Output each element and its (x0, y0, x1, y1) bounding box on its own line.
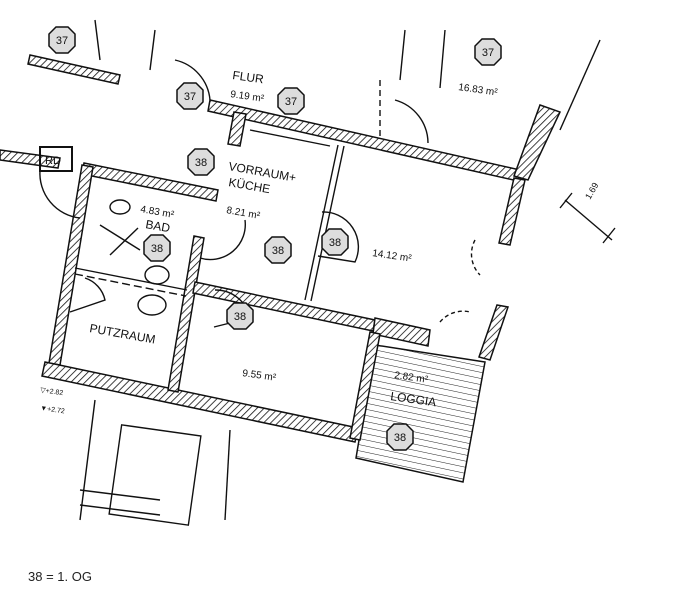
floor-marker-38: 38 (321, 228, 349, 256)
floor-marker-38: 38 (187, 148, 215, 176)
elevation-label: ▽+2.82 (40, 387, 64, 397)
floor-marker-38: 38 (386, 423, 414, 451)
room-label-flur: FLUR (232, 68, 265, 86)
room-area-16: 16.83 m² (458, 82, 499, 98)
svg-text:38: 38 (329, 237, 341, 249)
svg-text:37: 37 (482, 47, 494, 59)
room-area-flur: 9.19 m² (230, 89, 266, 105)
svg-text:38: 38 (394, 432, 406, 444)
svg-text:38: 38 (195, 157, 207, 169)
floor-markers: 37 37 37 37 38 38 38 38 38 38 (48, 26, 502, 451)
room-area-loggia: 2.82 m² (394, 370, 430, 386)
floor-marker-37: 37 (176, 82, 204, 110)
loggia-floor (355, 344, 486, 483)
floor-marker-37: 37 (48, 26, 76, 54)
rd-label: RD (45, 155, 61, 167)
room-area-1412: 14.12 m² (372, 248, 413, 264)
svg-text:38: 38 (272, 245, 284, 257)
room-label-bad: BAD (144, 217, 171, 235)
room-label-putzraum: PUTZRAUM (88, 321, 156, 346)
elevation-label: ▼+2.72 (40, 405, 65, 415)
dimension-label: 1.69 (583, 181, 600, 201)
walls (0, 54, 562, 443)
floor-marker-37: 37 (474, 38, 502, 66)
svg-text:38: 38 (151, 243, 163, 255)
svg-text:37: 37 (56, 35, 68, 47)
floor-marker-38: 38 (143, 234, 171, 262)
room-label-loggia: LOGGIA (390, 389, 438, 409)
floor-marker-38: 38 (226, 302, 254, 330)
svg-text:38: 38 (234, 311, 246, 323)
svg-text:37: 37 (285, 96, 297, 108)
room-area-vorraum: 8.21 m² (225, 205, 261, 222)
floor-marker-38: 38 (264, 236, 292, 264)
thin-lines (39, 19, 616, 526)
room-area-955: 9.55 m² (242, 368, 278, 384)
svg-text:37: 37 (184, 91, 196, 103)
legend-caption: 38 = 1. OG (28, 569, 92, 584)
floor-marker-37: 37 (277, 87, 305, 115)
